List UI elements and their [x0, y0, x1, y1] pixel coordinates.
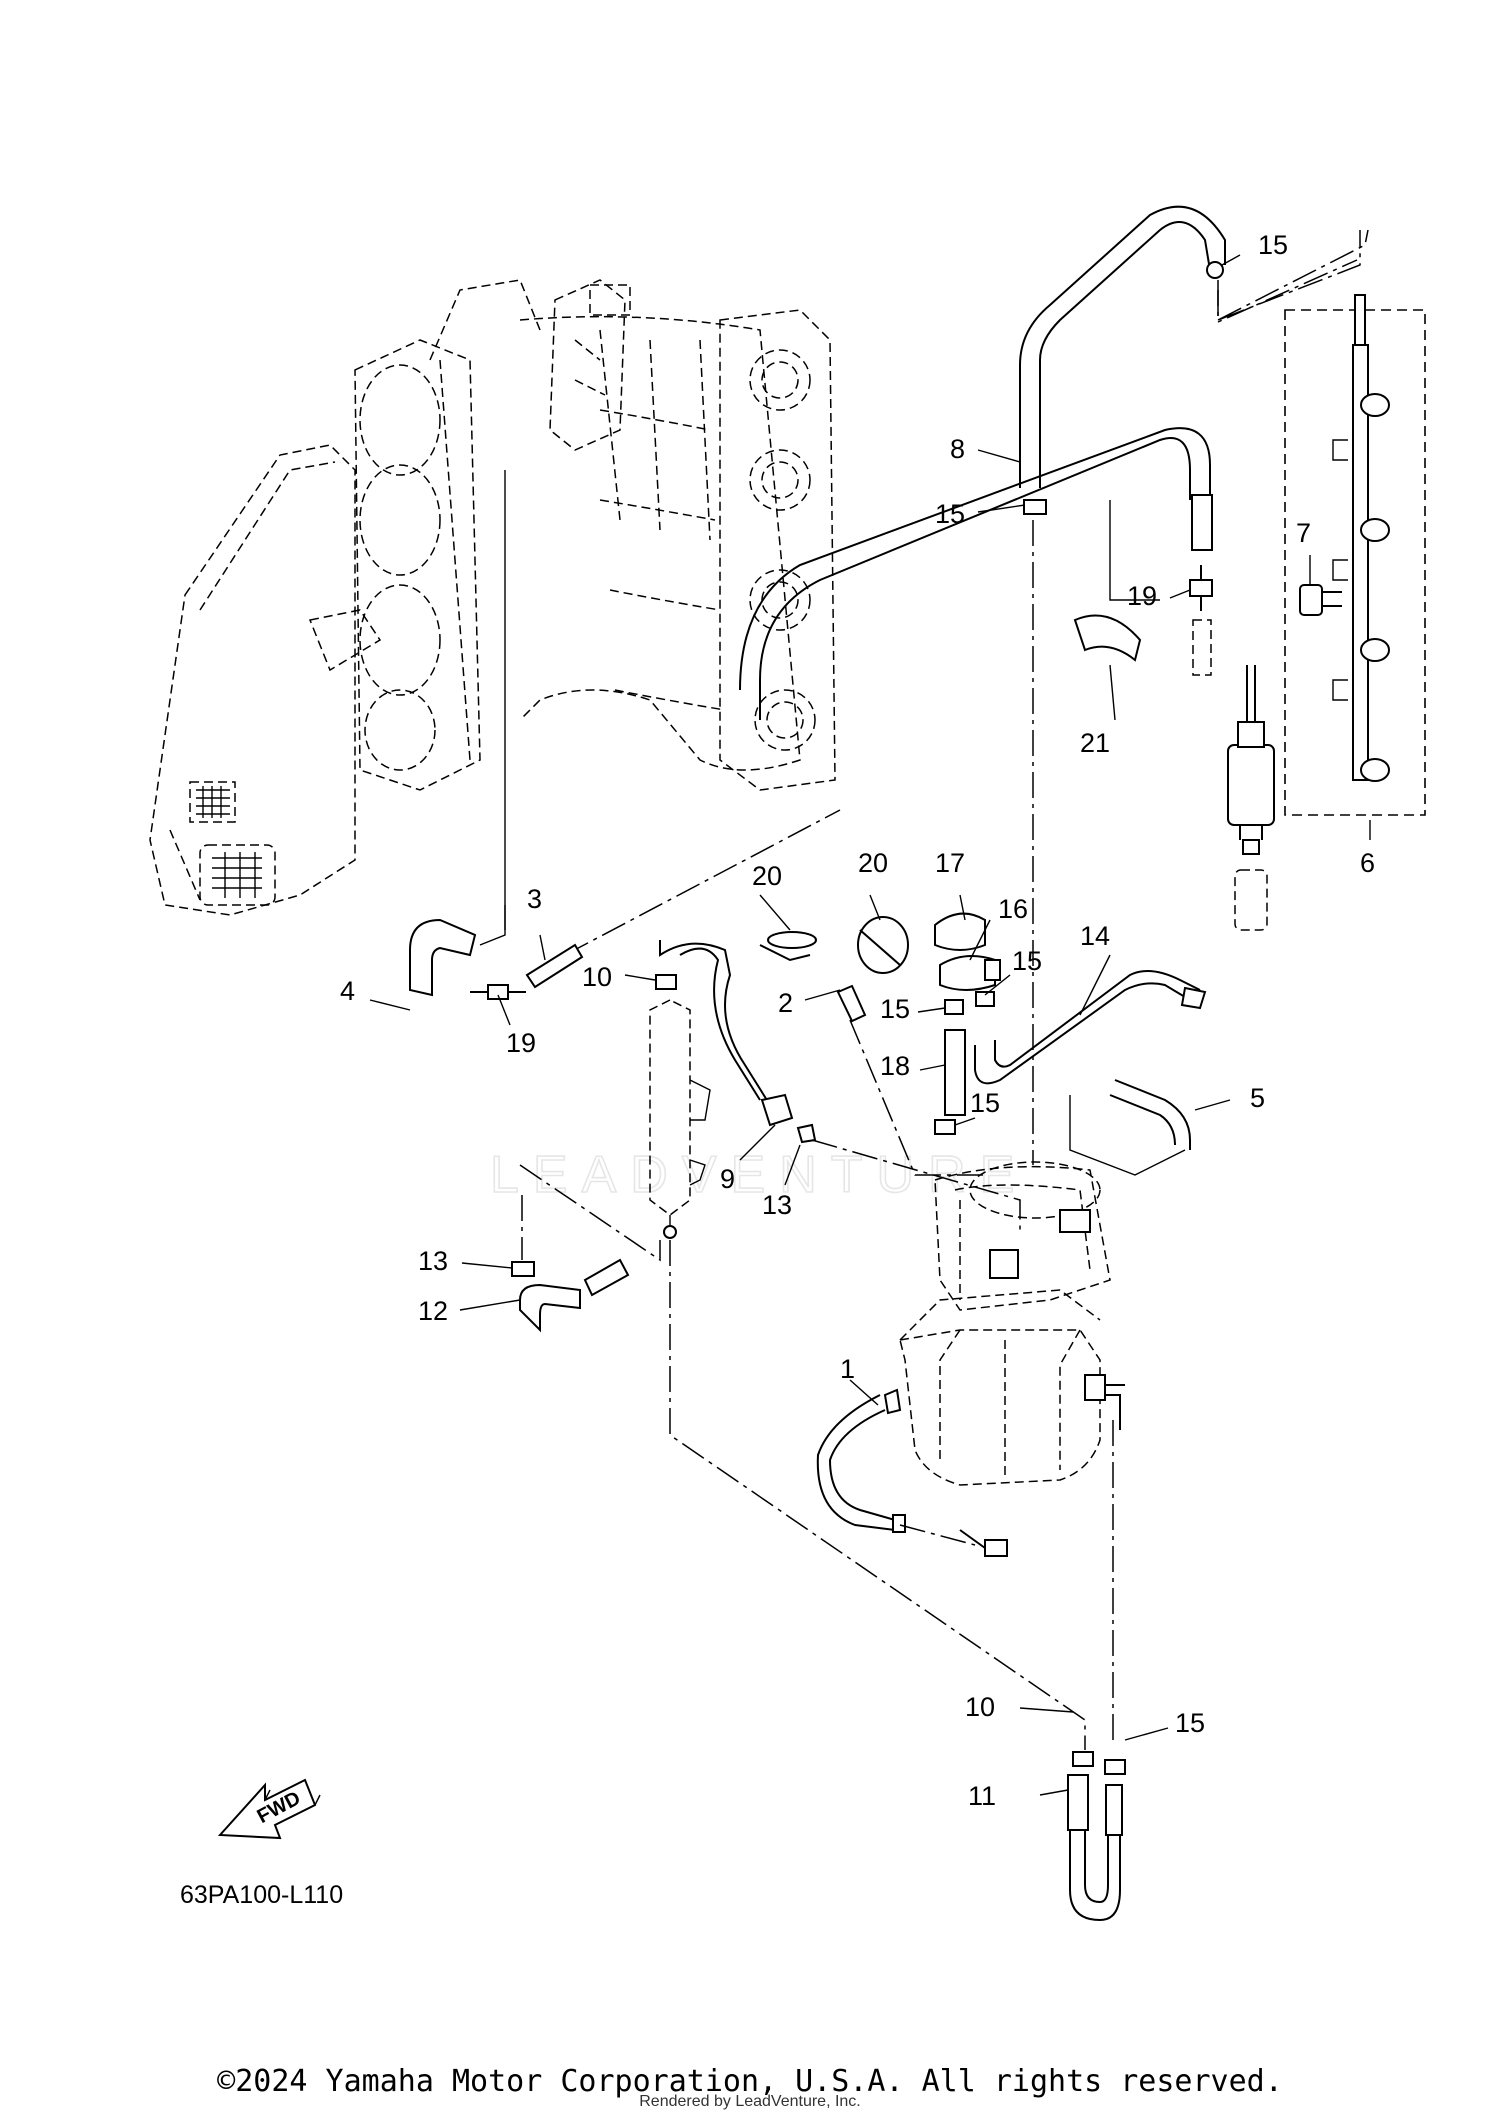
elbow-hose-12 [519, 1283, 581, 1333]
callout-4: 4 [340, 976, 355, 1006]
hose-14 [974, 982, 1191, 1085]
callout-7: 7 [1296, 518, 1311, 548]
callout-19: 19 [506, 1028, 536, 1058]
callout-1: 1 [840, 1354, 855, 1384]
hose-clamp-10 [1072, 1751, 1094, 1767]
callout-15: 15 [1258, 230, 1288, 260]
hose-1 [828, 1409, 896, 1521]
intake-manifold-assembly [149, 279, 836, 916]
fitting-17 [934, 912, 986, 951]
copyright-notice: ©2024 Yamaha Motor Corporation, U.S.A. A… [217, 2064, 1283, 2099]
callout-9: 9 [720, 1164, 735, 1194]
fitting-16 [939, 955, 996, 991]
hose-3 [525, 943, 584, 989]
callout-6: 6 [1360, 848, 1375, 878]
callout-19: 19 [1127, 581, 1157, 611]
callout-21: 21 [1080, 728, 1110, 758]
callout-13: 13 [418, 1246, 448, 1276]
callout-15: 15 [935, 499, 965, 529]
callout-12: 12 [418, 1296, 448, 1326]
hose-18 [944, 1029, 966, 1116]
hose-11 [1069, 1780, 1121, 1922]
hose-5 [1114, 1079, 1191, 1150]
hose-2 [836, 984, 867, 1023]
callout-14: 14 [1080, 921, 1110, 951]
hose-9 [659, 940, 771, 1106]
fwd-arrow-icon: FWD [217, 1778, 321, 1840]
fuel-filter [1227, 744, 1275, 826]
callout-17: 17 [935, 848, 965, 878]
hose-clamp-20 [767, 931, 817, 949]
callout-10: 10 [582, 962, 612, 992]
callout-20: 20 [752, 861, 782, 891]
callout-13: 13 [762, 1190, 792, 1220]
callout-15: 15 [880, 994, 910, 1024]
callout-18: 18 [880, 1051, 910, 1081]
callout-11: 11 [968, 1781, 996, 1811]
diagram-code: 63PA100-L110 [180, 1881, 343, 1909]
hose-clamp-20b [857, 916, 909, 974]
hose-clamp-15 [1023, 499, 1047, 515]
callout-5: 5 [1250, 1083, 1265, 1113]
rendered-by-notice: Rendered by LeadVenture, Inc. [639, 2093, 861, 2110]
fuel-hose-8 [1039, 221, 1211, 488]
fuel-rail-assembly [1284, 294, 1426, 816]
pressure-regulator [1299, 584, 1323, 616]
callout-8: 8 [950, 434, 965, 464]
vapor-separator-tank [899, 1161, 1125, 1557]
callout-15: 15 [1012, 946, 1042, 976]
callout-20: 20 [858, 848, 888, 878]
callout-2: 2 [778, 988, 793, 1018]
callout-16: 16 [998, 894, 1028, 924]
elbow-hose-4 [409, 918, 477, 997]
hose-clamp-15f [1104, 1759, 1126, 1775]
callout-15: 15 [1175, 1708, 1205, 1738]
callout-15: 15 [970, 1088, 1000, 1118]
callout-3: 3 [527, 884, 542, 914]
callout-10: 10 [965, 1692, 995, 1722]
bracket-21 [1073, 614, 1142, 662]
